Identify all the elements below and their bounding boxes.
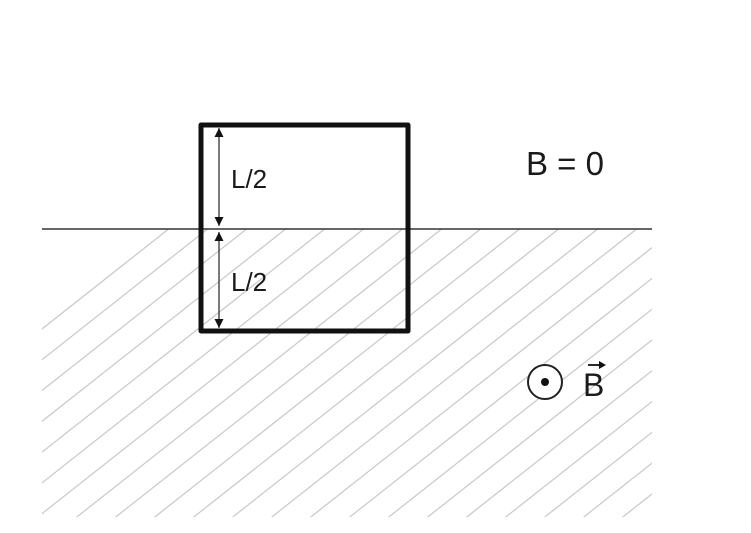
hatch-line	[621, 493, 652, 517]
hatch-line	[42, 229, 248, 392]
hatch-line	[697, 220, 751, 520]
magnetic-field-region-hatching	[42, 220, 751, 520]
hatch-line	[658, 220, 751, 520]
hatch-line	[75, 229, 443, 517]
hatch-line	[465, 370, 652, 517]
hatch-line	[42, 229, 365, 484]
hatch-line	[309, 246, 652, 517]
hatch-line	[114, 229, 482, 517]
square-loop	[198, 122, 411, 334]
hatch-line	[736, 220, 751, 520]
hatch-line	[582, 462, 652, 517]
hatch-line	[426, 339, 652, 517]
out-of-page-icon	[527, 364, 563, 400]
hatch-line	[270, 229, 638, 517]
hatch-line	[543, 431, 652, 517]
field-vector-label: B	[583, 361, 606, 403]
lower-half-label: L/2	[231, 267, 267, 297]
hatch-line	[42, 229, 209, 361]
upper-half-label: L/2	[231, 164, 267, 194]
hatch-line	[42, 229, 326, 453]
hatch-line	[504, 400, 652, 517]
hatch-line	[42, 229, 170, 330]
field-zero-label: B = 0	[526, 145, 604, 182]
svg-text:B: B	[583, 367, 604, 403]
hatch-line	[42, 229, 287, 423]
hatch-line	[192, 229, 560, 517]
hatch-line	[231, 229, 599, 517]
hatch-line	[387, 308, 652, 517]
hatch-line	[42, 229, 404, 515]
hatch-line	[153, 229, 521, 517]
